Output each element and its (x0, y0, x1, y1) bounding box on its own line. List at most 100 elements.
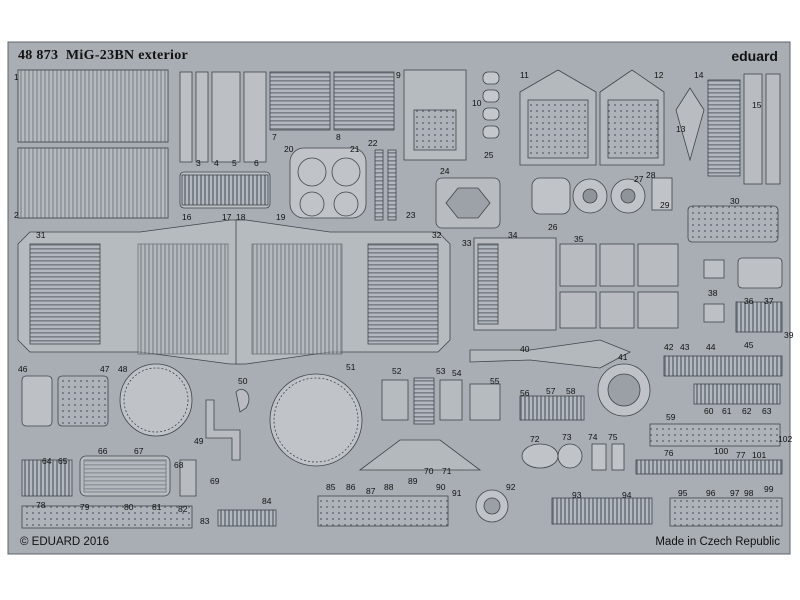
part-number-59: 59 (666, 412, 676, 422)
part-number-13: 13 (676, 124, 686, 134)
part-number-14: 14 (694, 70, 704, 80)
parts-22-23 (374, 149, 397, 221)
part-number-63: 63 (762, 406, 772, 416)
part-number-47: 47 (100, 364, 110, 374)
part-number-78: 78 (36, 500, 46, 510)
part-number-20: 20 (284, 144, 294, 154)
parts-11-12-doors (519, 69, 665, 166)
part-number-54: 54 (452, 368, 462, 378)
part-number-2: 2 (14, 210, 19, 220)
parts-64-69 (21, 455, 197, 497)
parts-85-91 (317, 495, 449, 527)
part-48 (119, 363, 193, 437)
copyright-text: © EDUARD 2016 (20, 536, 110, 548)
part-number-25: 25 (484, 150, 494, 160)
part-number-99: 99 (764, 484, 774, 494)
part-number-48: 48 (118, 364, 128, 374)
part-number-12: 12 (654, 70, 664, 80)
part-number-83: 83 (200, 516, 210, 526)
part-number-7: 7 (272, 132, 277, 142)
part-number-94: 94 (622, 490, 632, 500)
part-10-rings (482, 71, 500, 139)
part-number-71: 71 (442, 466, 452, 476)
part-number-56: 56 (520, 388, 530, 398)
part-number-9: 9 (396, 70, 401, 80)
part-number-81: 81 (152, 502, 162, 512)
part-92 (475, 489, 509, 523)
parts-46-47 (21, 375, 109, 427)
part-number-24: 24 (440, 166, 450, 176)
parts-52-55 (381, 377, 501, 425)
part-number-27: 27 (634, 174, 644, 184)
parts-31-32-center (17, 219, 451, 365)
fret-code: 48 873 (18, 48, 59, 63)
part-number-97: 97 (730, 488, 740, 498)
part-number-86: 86 (346, 482, 356, 492)
parts-100-102 (649, 423, 781, 447)
part-number-49: 49 (194, 436, 204, 446)
parts-93-94 (551, 497, 653, 525)
parts-72-75 (521, 443, 625, 471)
part-number-18: 18 (236, 212, 246, 222)
parts-56-58 (519, 395, 585, 421)
parts-70-71 (358, 439, 482, 471)
part-number-51: 51 (346, 362, 356, 372)
part-number-29: 29 (660, 200, 670, 210)
fret-title: 48 873 MiG-23BN exterior (18, 48, 188, 64)
part-number-88: 88 (384, 482, 394, 492)
part-number-65: 65 (58, 456, 68, 466)
parts-49-50 (205, 389, 250, 461)
part-number-8: 8 (336, 132, 341, 142)
part-number-32: 32 (432, 230, 442, 240)
part-41 (597, 363, 651, 417)
part-number-17: 17 (222, 212, 232, 222)
part-40 (469, 339, 631, 369)
part-number-72: 72 (530, 434, 540, 444)
part-number-95: 95 (678, 488, 688, 498)
part-76 (635, 459, 783, 475)
part-number-4: 4 (214, 158, 219, 168)
part-number-46: 46 (18, 364, 28, 374)
part-number-23: 23 (406, 210, 416, 220)
part-number-5: 5 (232, 158, 237, 168)
part-number-16: 16 (182, 212, 192, 222)
part-number-67: 67 (134, 446, 144, 456)
part-number-84: 84 (262, 496, 272, 506)
parts-20-21 (289, 147, 367, 219)
part-number-62: 62 (742, 406, 752, 416)
part-number-36: 36 (744, 296, 754, 306)
part-number-101: 101 (752, 450, 767, 460)
part-9-box (403, 69, 467, 161)
part-number-50: 50 (238, 376, 248, 386)
part-number-92: 92 (506, 482, 516, 492)
part-number-87: 87 (366, 486, 376, 496)
parts-59-63 (693, 383, 781, 405)
part-number-44: 44 (706, 342, 716, 352)
part-number-79: 79 (80, 502, 90, 512)
part-number-38: 38 (708, 288, 718, 298)
parts-13-15 (675, 73, 781, 185)
part-number-61: 61 (722, 406, 732, 416)
part-number-55: 55 (490, 376, 500, 386)
part-number-66: 66 (98, 446, 108, 456)
part-number-22: 22 (368, 138, 378, 148)
fret-name: MiG-23BN exterior (65, 48, 189, 63)
part-number-1: 1 (14, 72, 19, 82)
origin-text: Made in Czech Republic (655, 536, 780, 548)
part-number-85: 85 (326, 482, 336, 492)
part-number-73: 73 (562, 432, 572, 442)
part-number-90: 90 (436, 482, 446, 492)
part-number-74: 74 (588, 432, 598, 442)
parts-95-99 (669, 497, 783, 527)
part-number-68: 68 (174, 460, 184, 470)
part-number-98: 98 (744, 488, 754, 498)
part-number-93: 93 (572, 490, 582, 500)
part-number-41: 41 (618, 352, 628, 362)
part-number-43: 43 (680, 342, 690, 352)
part-number-70: 70 (424, 466, 434, 476)
part-number-45: 45 (744, 340, 754, 350)
part-number-102: 102 (778, 434, 793, 444)
part-number-3: 3 (196, 158, 201, 168)
part-number-57: 57 (546, 386, 556, 396)
part-number-39: 39 (784, 330, 794, 340)
